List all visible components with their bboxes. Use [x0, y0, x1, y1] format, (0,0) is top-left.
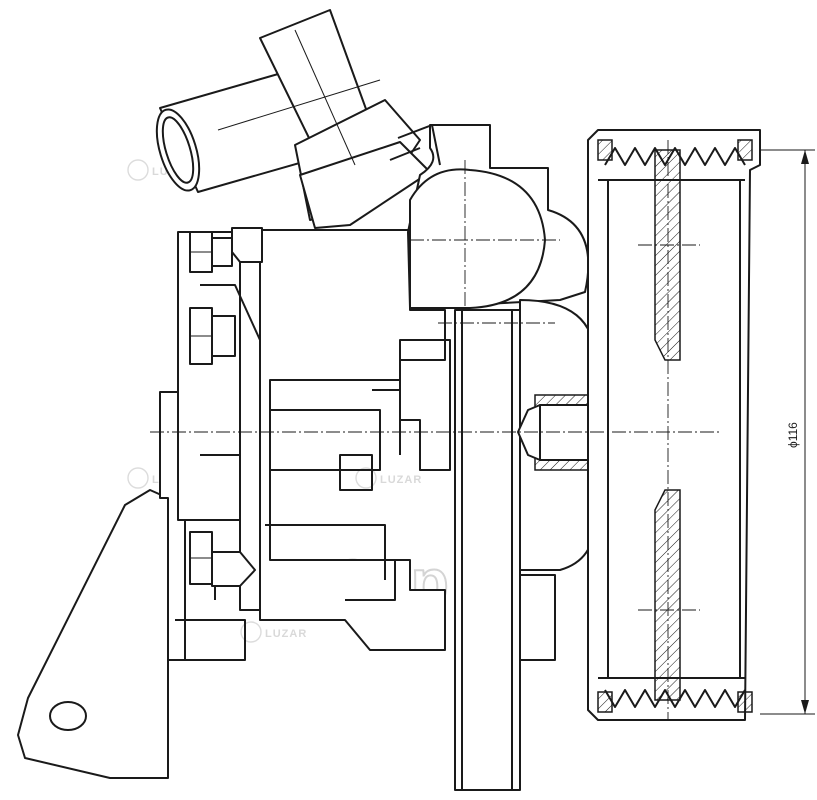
drive-pulley: [587, 129, 761, 721]
pipe-opening: [155, 108, 201, 192]
bolt-top: [189, 227, 263, 273]
diameter-label: ϕ116: [786, 422, 800, 448]
shaft-housing: [438, 299, 596, 791]
watermark-logo-icon: LUZAR: [240, 621, 307, 643]
pulley-grooves-top: [604, 147, 746, 166]
bracket-mount-hole: [49, 701, 87, 731]
watermark-logo-icon: LUZAR: [355, 467, 422, 489]
pump-reservoir: [389, 124, 590, 320]
outlet-pipe-fitting: [155, 9, 431, 229]
pump-body: [177, 229, 451, 651]
bolt-bottom: [189, 531, 256, 587]
bolt-middle: [189, 307, 236, 365]
svg-text:LUZAR: LUZAR: [265, 628, 307, 640]
diameter-dimension: ϕ116: [760, 149, 815, 715]
pulley-grooves-bottom: [604, 689, 746, 708]
mounting-bracket: [17, 391, 246, 779]
svg-text:LUZAR: LUZAR: [380, 474, 422, 486]
